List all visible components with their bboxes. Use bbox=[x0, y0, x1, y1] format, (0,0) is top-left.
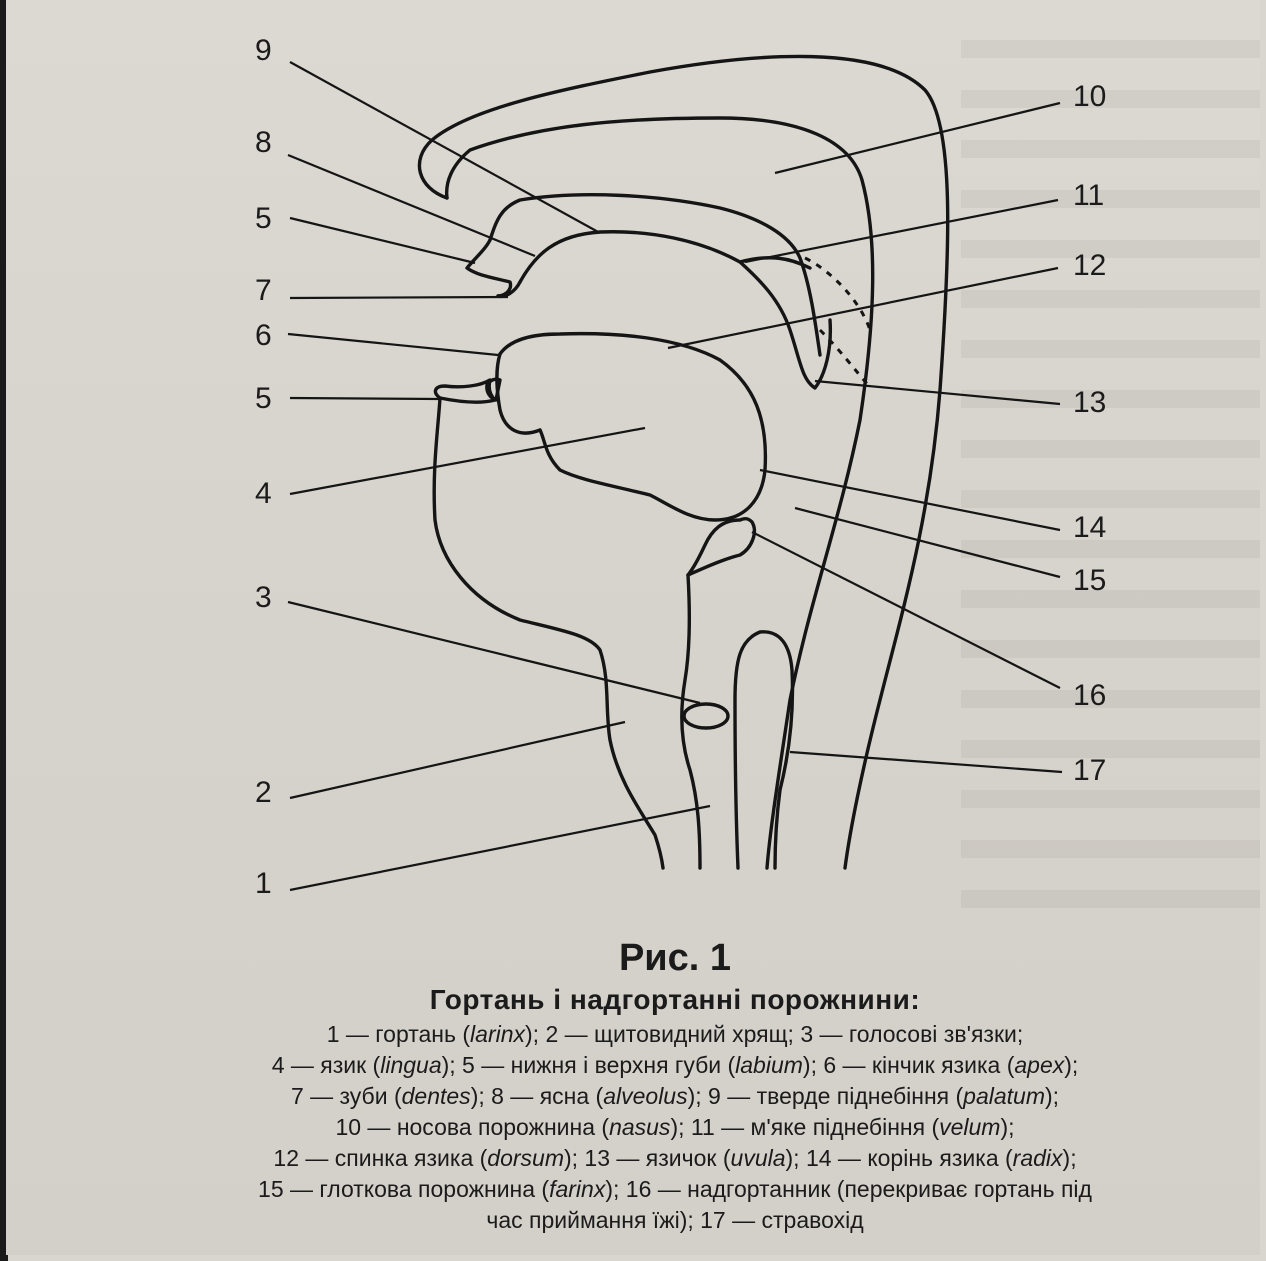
hard-palate-outline bbox=[490, 195, 820, 355]
label-15: 15 bbox=[1073, 564, 1106, 597]
legend-line: 1 — гортань (larinx); 2 — щитовидний хря… bbox=[120, 1019, 1230, 1050]
leader-17 bbox=[790, 752, 1062, 772]
leader-3 bbox=[288, 602, 700, 703]
upper-mouth-outline bbox=[520, 232, 740, 282]
leader-9 bbox=[290, 62, 600, 233]
legend-line: 15 — глоткова порожнина (farinx); 16 — н… bbox=[120, 1174, 1230, 1205]
vocal-cords-shape bbox=[684, 704, 728, 728]
label-4: 4 bbox=[255, 477, 272, 510]
label-2: 2 bbox=[255, 776, 272, 809]
tongue-outline bbox=[500, 334, 765, 520]
leader-1 bbox=[290, 806, 710, 890]
label-1: 1 bbox=[255, 867, 272, 900]
leader-4 bbox=[290, 428, 645, 494]
label-8: 8 bbox=[255, 126, 272, 159]
leader-2 bbox=[290, 722, 625, 798]
legend-line: 10 — носова порожнина (nasus); 11 — м'як… bbox=[120, 1112, 1230, 1143]
label-6: 6 bbox=[255, 319, 272, 352]
label-3: 3 bbox=[255, 581, 272, 614]
label-16: 16 bbox=[1073, 679, 1106, 712]
epiglottis-outline bbox=[688, 519, 754, 575]
anatomy-diagram: 9 10 8 11 5 12 7 6 5 13 4 14 15 3 16 2 1… bbox=[0, 0, 1266, 935]
label-7: 7 bbox=[255, 274, 272, 307]
label-5-lower: 5 bbox=[255, 382, 272, 415]
label-9: 9 bbox=[255, 34, 272, 67]
legend-line: час приймання їжі); 17 — стравохід bbox=[120, 1205, 1230, 1236]
leader-11 bbox=[745, 200, 1058, 262]
leader-5-upper bbox=[290, 218, 475, 263]
leader-5-lower bbox=[290, 398, 440, 399]
leader-12 bbox=[668, 268, 1058, 348]
leader-14 bbox=[760, 470, 1060, 530]
legend-line: 4 — язик (lingua); 5 — нижня і верхня гу… bbox=[120, 1050, 1230, 1081]
label-14: 14 bbox=[1073, 511, 1106, 544]
label-17: 17 bbox=[1073, 754, 1106, 787]
leader-8 bbox=[288, 155, 535, 256]
legend-line: 12 — спинка язика (dorsum); 13 — язичок … bbox=[120, 1143, 1230, 1174]
leader-15 bbox=[795, 508, 1060, 577]
leader-10 bbox=[775, 103, 1060, 173]
leader-7 bbox=[290, 297, 508, 298]
label-10: 10 bbox=[1073, 80, 1106, 113]
chin-neck-outline bbox=[434, 398, 663, 868]
figure-subtitle: Гортань і надгортанні порожнини: bbox=[120, 981, 1230, 1019]
upper-lip-outline bbox=[467, 240, 511, 296]
tongue-tip-outline bbox=[497, 354, 540, 433]
figure-title: Рис. 1 bbox=[120, 935, 1230, 981]
label-13: 13 bbox=[1073, 386, 1106, 419]
label-5-upper: 5 bbox=[255, 202, 272, 235]
label-12: 12 bbox=[1073, 249, 1106, 282]
leader-6 bbox=[288, 334, 498, 355]
figure-caption: Рис. 1 Гортань і надгортанні порожнини: … bbox=[120, 935, 1230, 1236]
label-11: 11 bbox=[1073, 179, 1104, 212]
legend-line: 7 — зуби (dentes); 8 — ясна (alveolus); … bbox=[120, 1081, 1230, 1112]
nasal-cavity-inner-outline bbox=[447, 118, 873, 868]
